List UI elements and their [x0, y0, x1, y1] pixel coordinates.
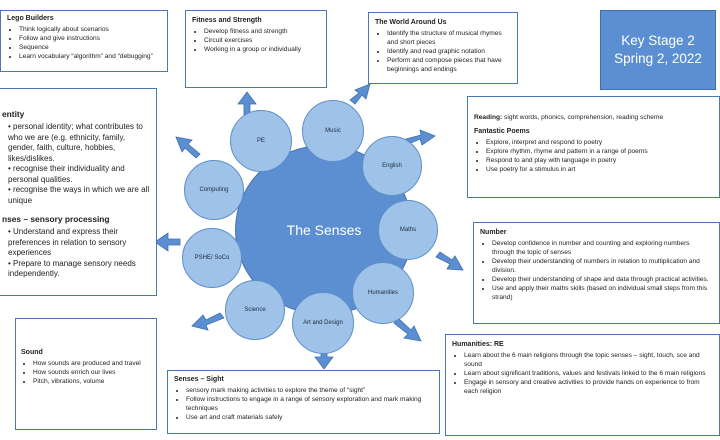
- list-item: • recognise their individuality and pers…: [8, 164, 125, 184]
- list-item: • personal identity; what contributes to…: [8, 122, 143, 163]
- list-item: Learn about the 6 main religions through…: [464, 351, 713, 369]
- senses-proc-heading: nses – sensory processing: [2, 214, 110, 224]
- list-item: Use poetry for a stimulus in art: [486, 165, 713, 174]
- list-item: Sequence: [19, 43, 161, 52]
- identity-heading: entity: [2, 109, 25, 119]
- list-item: Working in a group or individually: [204, 45, 320, 54]
- circle-pshe-soco: PSHE/ SoCo: [182, 228, 242, 288]
- center-label: The Senses: [286, 222, 362, 238]
- list-item: Engage in sensory and creative activitie…: [464, 378, 713, 396]
- arrow-to-sound: [191, 312, 225, 331]
- list-item: How sounds enrich our lives: [33, 368, 151, 377]
- re-heading: Humanities: RE: [452, 341, 504, 348]
- sound-box: Sound How sounds are produced and travel…: [15, 318, 157, 430]
- list-item: sensory mark making activities to explor…: [186, 386, 433, 395]
- identity-box: entity • personal identity; what contrib…: [0, 88, 157, 296]
- fitness-heading: Fitness and Strength: [192, 17, 262, 24]
- arrow-to-world: [349, 83, 371, 105]
- list-item: Use and apply their maths skills (based …: [492, 284, 713, 302]
- circle-art-design: Art and Design: [292, 292, 354, 354]
- list-item: Think logically about scenarios: [19, 25, 161, 34]
- arrow-to-lego: [175, 136, 201, 159]
- list-item: Perform and compose pieces that have beg…: [387, 56, 511, 74]
- list-item: Explore, interpret and respond to poetry: [486, 138, 713, 147]
- reading-intro: Reading: sight words, phonics, comprehen…: [474, 114, 664, 121]
- circle-computing: Computing: [184, 160, 244, 220]
- list-item: Use art and craft materials safely: [186, 413, 433, 422]
- arrow-to-senses-proc: [154, 232, 181, 252]
- lego-builders-box: Lego Builders Think logically about scen…: [0, 10, 168, 72]
- sight-heading: Senses – Sight: [174, 376, 224, 383]
- list-item: How sounds are produced and travel: [33, 359, 151, 368]
- circle-humanities: Humanities: [352, 262, 414, 324]
- arrow-to-re: [393, 317, 422, 342]
- list-item: • Understand and express their preferenc…: [8, 227, 127, 257]
- list-item: Learn vocabulary “algorithm” and “debugg…: [19, 52, 161, 61]
- circle-maths: Maths: [378, 200, 438, 260]
- list-item: Pitch, vibrations, volume: [33, 377, 151, 386]
- world-box: The World Around Us Identify the structu…: [368, 12, 518, 84]
- reading-heading: Fantastic Poems: [474, 128, 530, 135]
- list-item: Explore rhythm, rhyme and pattern in a r…: [486, 147, 713, 156]
- reading-box: Reading: sight words, phonics, comprehen…: [467, 96, 720, 198]
- title-line-1: Key Stage 2: [621, 33, 695, 48]
- list-item: Develop fitness and strength: [204, 27, 320, 36]
- re-box: Humanities: RE Learn about the 6 main re…: [445, 334, 720, 436]
- list-item: Follow instructions to engage in a range…: [186, 395, 433, 413]
- title-line-2: Spring 2, 2022: [614, 51, 702, 66]
- lego-heading: Lego Builders: [7, 15, 54, 22]
- list-item: • recognise the ways in which we are all…: [8, 185, 150, 205]
- list-item: Develop their understanding of numbers i…: [492, 257, 713, 275]
- list-item: Respond to and play with language in poe…: [486, 156, 713, 165]
- list-item: Develop their understanding of shape and…: [492, 275, 713, 284]
- circle-pe: PE: [230, 110, 292, 172]
- sight-box: Senses – Sight sensory mark making activ…: [167, 370, 440, 434]
- list-item: Identify and read graphic notation: [387, 47, 511, 56]
- list-item: • Prepare to manage sensory needs indepe…: [8, 258, 136, 279]
- list-item: Develop confidence in number and countin…: [492, 239, 713, 257]
- sound-heading: Sound: [21, 349, 43, 356]
- list-item: Follow and give instructions: [19, 34, 161, 43]
- title-box: Key Stage 2 Spring 2, 2022: [600, 10, 716, 90]
- fitness-box: Fitness and Strength Develop fitness and…: [185, 10, 327, 88]
- circle-music: Music: [302, 100, 364, 162]
- circle-english: English: [362, 136, 422, 196]
- list-item: Learn about significant traditions, valu…: [464, 369, 713, 378]
- world-heading: The World Around Us: [375, 19, 447, 26]
- number-heading: Number: [480, 229, 507, 236]
- arrow-to-number: [435, 251, 464, 271]
- circle-science: Science: [225, 280, 285, 340]
- number-box: Number Develop confidence in number and …: [473, 222, 720, 324]
- list-item: Identify the structure of musical rhymes…: [387, 29, 511, 47]
- list-item: Circuit exercises: [204, 36, 320, 45]
